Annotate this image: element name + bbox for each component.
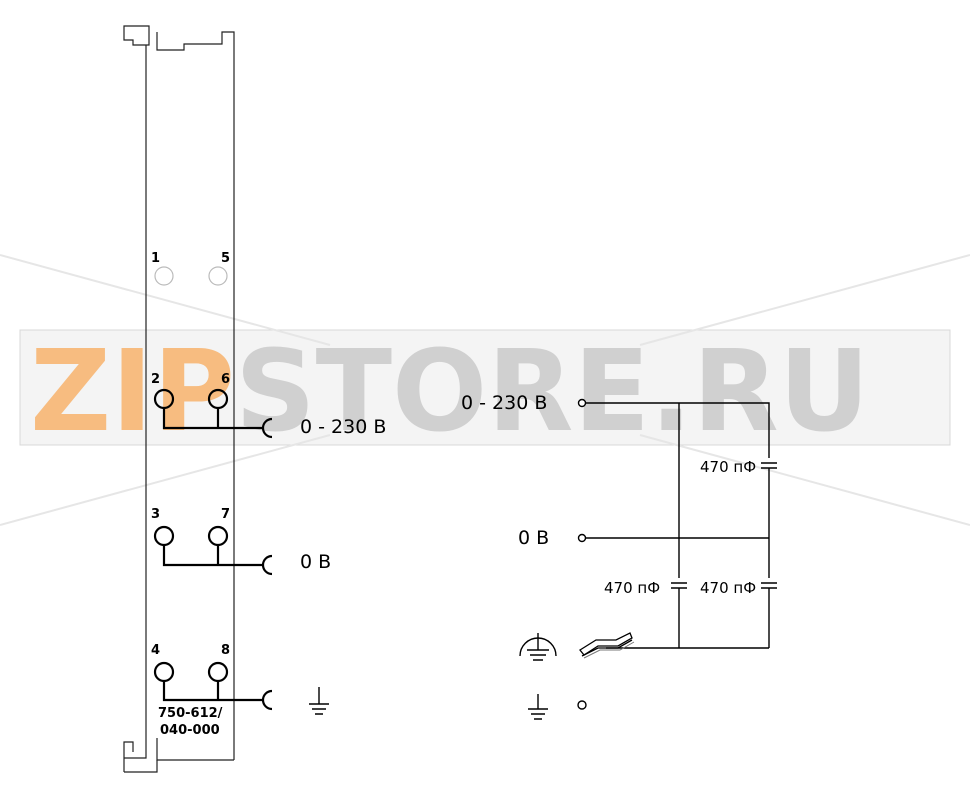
- cap-label-top: 470 пФ: [700, 458, 756, 476]
- right-label-zero: 0 В: [518, 527, 549, 549]
- cap-label-bottom-right: 470 пФ: [700, 579, 756, 597]
- terminal-group-4-8: [153, 661, 273, 711]
- pin-label-5: 5: [221, 251, 230, 266]
- terminal-group-3-7: [153, 525, 273, 576]
- plug-socket: [261, 417, 273, 439]
- terminal-7: [207, 525, 229, 547]
- pin-label-8: 8: [221, 643, 230, 658]
- ground-icon: [309, 687, 329, 715]
- terminal-3: [153, 525, 175, 547]
- right-circuit: 0 - 230 В 470 пФ 0 В 470 пФ 470 пФ: [461, 392, 777, 720]
- plug-socket: [261, 554, 273, 576]
- pin-label-6: 6: [221, 372, 230, 387]
- watermark-band: [19, 329, 951, 446]
- pin-label-3: 3: [151, 507, 160, 522]
- watermark-prefix: ZIP: [30, 327, 235, 457]
- cap-label-bottom-left: 470 пФ: [604, 579, 660, 597]
- right-label-supply: 0 - 230 В: [461, 392, 547, 414]
- pin-label-1: 1: [151, 251, 160, 266]
- ground-terminal: [577, 700, 587, 710]
- supply-terminal: [577, 398, 587, 408]
- watermark-text: ZIPSTORE.RU: [30, 327, 870, 457]
- pin-label-2: 2: [151, 372, 160, 387]
- module-outline: [123, 25, 235, 773]
- pin-label-7: 7: [221, 507, 230, 522]
- watermark-suffix: STORE.RU: [235, 327, 870, 457]
- watermark: ZIPSTORE.RU: [0, 254, 970, 526]
- pin-labels: 1 5 2 6 3 7 4 8: [151, 251, 230, 658]
- ground-icon: [528, 694, 548, 720]
- pin-label-4: 4: [151, 643, 160, 658]
- terminal-1: [154, 266, 174, 286]
- model-number-line1: 750-612/: [158, 706, 223, 721]
- zero-terminal: [577, 533, 587, 543]
- terminal-5: [208, 266, 228, 286]
- protective-earth-icon: [519, 633, 557, 661]
- left-label-supply: 0 - 230 В: [300, 416, 386, 438]
- left-label-zero: 0 В: [300, 551, 331, 573]
- terminal-group-2-6: [153, 388, 273, 439]
- din-rail-icon: [579, 632, 635, 659]
- terminal-8: [207, 661, 229, 683]
- terminal-4: [153, 661, 175, 683]
- plug-socket: [261, 689, 273, 711]
- model-number-line2: 040-000: [160, 723, 220, 738]
